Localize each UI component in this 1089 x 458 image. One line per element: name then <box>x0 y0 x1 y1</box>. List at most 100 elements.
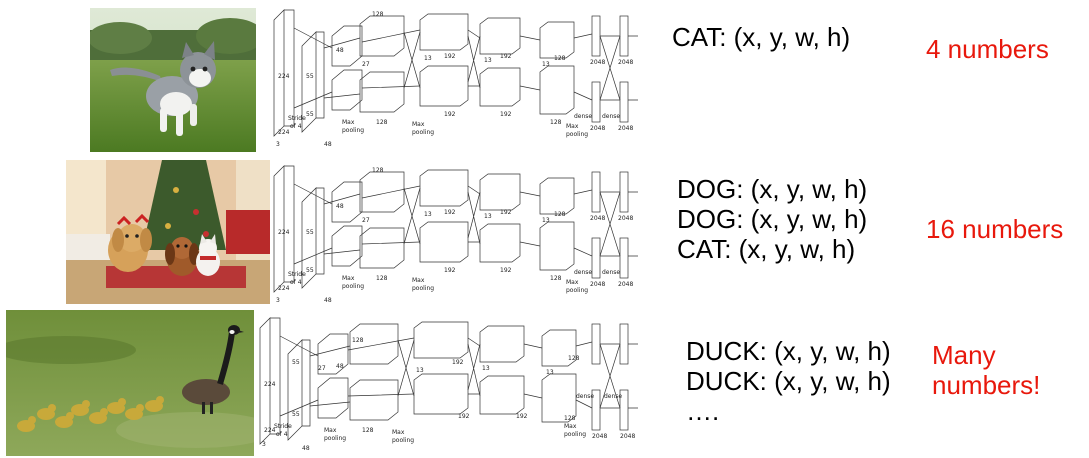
svg-text:Max: Max <box>392 429 405 436</box>
svg-text:of 4: of 4 <box>290 279 302 286</box>
svg-text:pooling: pooling <box>566 287 588 294</box>
svg-text:128: 128 <box>376 275 388 282</box>
detections-row-2: DOG: (x, y, w, h) DOG: (x, y, w, h) CAT:… <box>677 174 867 264</box>
svg-text:48: 48 <box>336 363 344 370</box>
svg-text:27: 27 <box>362 61 370 68</box>
svg-text:3: 3 <box>262 441 266 448</box>
svg-text:128: 128 <box>550 119 562 126</box>
svg-text:224: 224 <box>278 129 290 136</box>
svg-text:192: 192 <box>444 209 456 216</box>
svg-text:13: 13 <box>542 61 550 68</box>
svg-text:Stride: Stride <box>288 271 306 278</box>
svg-text:13: 13 <box>416 367 424 374</box>
svg-text:3: 3 <box>276 141 280 148</box>
number-count-row-1: 4 numbers <box>926 34 1049 64</box>
svg-text:of 4: of 4 <box>276 431 288 438</box>
svg-text:192: 192 <box>500 53 512 60</box>
svg-text:224: 224 <box>278 285 290 292</box>
svg-text:128: 128 <box>372 11 384 18</box>
svg-text:pooling: pooling <box>412 129 434 136</box>
svg-text:192: 192 <box>444 53 456 60</box>
svg-text:55: 55 <box>306 73 314 80</box>
svg-text:48: 48 <box>336 203 344 210</box>
cnn-diagram-3: 224 224 Stride of 4 3 55 55 48 48 27 128… <box>258 316 642 456</box>
svg-text:13: 13 <box>484 213 492 220</box>
svg-text:192: 192 <box>516 413 528 420</box>
svg-text:128: 128 <box>362 427 374 434</box>
cnn-diagram-2: 224 224 Stride of 4 3 55 55 48 48 27 128… <box>272 164 642 306</box>
number-count-row-2: 16 numbers <box>926 214 1064 244</box>
svg-text:pooling: pooling <box>566 131 588 138</box>
svg-text:Max: Max <box>342 119 355 126</box>
svg-text:192: 192 <box>500 111 512 118</box>
svg-text:192: 192 <box>444 267 456 274</box>
svg-text:13: 13 <box>424 211 432 218</box>
svg-text:dense: dense <box>574 113 592 120</box>
svg-text:128: 128 <box>376 119 388 126</box>
svg-text:2048: 2048 <box>590 215 605 222</box>
dogs-and-cat-photo <box>66 160 270 304</box>
svg-text:192: 192 <box>500 209 512 216</box>
detection-label: CAT: (x, y, w, h) <box>672 22 851 52</box>
detection-label: DUCK: (x, y, w, h) <box>686 366 891 396</box>
svg-text:13: 13 <box>542 217 550 224</box>
svg-text:13: 13 <box>424 55 432 62</box>
svg-text:pooling: pooling <box>564 431 586 438</box>
svg-text:Max: Max <box>566 123 579 130</box>
svg-text:2048: 2048 <box>590 59 605 66</box>
svg-text:pooling: pooling <box>324 435 346 442</box>
svg-text:224: 224 <box>278 73 290 80</box>
geese-photo <box>6 310 254 456</box>
svg-text:dense: dense <box>574 269 592 276</box>
svg-text:dense: dense <box>602 113 620 120</box>
svg-text:48: 48 <box>324 141 332 148</box>
svg-text:dense: dense <box>604 393 622 400</box>
svg-text:128: 128 <box>550 275 562 282</box>
svg-text:48: 48 <box>302 445 310 452</box>
svg-text:192: 192 <box>452 359 464 366</box>
svg-text:Stride: Stride <box>288 115 306 122</box>
detections-row-1: CAT: (x, y, w, h) <box>672 22 850 52</box>
svg-text:2048: 2048 <box>618 281 633 288</box>
svg-text:55: 55 <box>306 267 314 274</box>
svg-text:27: 27 <box>318 365 326 372</box>
detections-row-3: DUCK: (x, y, w, h) DUCK: (x, y, w, h) …. <box>686 336 891 426</box>
svg-text:Max: Max <box>564 423 577 430</box>
svg-text:128: 128 <box>564 415 576 422</box>
svg-text:of 4: of 4 <box>290 123 302 130</box>
svg-text:13: 13 <box>546 369 554 376</box>
svg-text:128: 128 <box>554 55 566 62</box>
svg-text:2048: 2048 <box>618 215 633 222</box>
detection-label: DOG: (x, y, w, h) <box>677 174 868 204</box>
svg-text:2048: 2048 <box>590 125 605 132</box>
svg-text:Stride: Stride <box>274 423 292 430</box>
svg-text:2048: 2048 <box>592 433 607 440</box>
cat-photo <box>90 8 256 152</box>
svg-text:pooling: pooling <box>412 285 434 292</box>
svg-text:48: 48 <box>324 297 332 304</box>
detection-label: CAT: (x, y, w, h) <box>677 234 856 264</box>
detection-label: …. <box>686 396 720 426</box>
svg-text:55: 55 <box>292 411 300 418</box>
svg-text:55: 55 <box>292 359 300 366</box>
number-count-row-3: Many numbers! <box>932 340 1040 400</box>
svg-text:27: 27 <box>362 217 370 224</box>
svg-text:3: 3 <box>276 297 280 304</box>
cnn-diagram-1: 224 224 Stride of 4 3 55 55 48 48 27 128… <box>272 8 642 150</box>
svg-text:13: 13 <box>484 57 492 64</box>
svg-text:224: 224 <box>264 427 276 434</box>
svg-text:2048: 2048 <box>590 281 605 288</box>
svg-text:128: 128 <box>352 337 364 344</box>
svg-text:Max: Max <box>342 275 355 282</box>
count-line: numbers! <box>932 370 1041 400</box>
svg-text:128: 128 <box>568 355 580 362</box>
svg-text:128: 128 <box>372 167 384 174</box>
svg-text:Max: Max <box>566 279 579 286</box>
svg-text:2048: 2048 <box>618 125 633 132</box>
detection-label: DUCK: (x, y, w, h) <box>686 336 891 366</box>
svg-text:Max: Max <box>324 427 337 434</box>
svg-text:dense: dense <box>602 269 620 276</box>
svg-text:192: 192 <box>500 267 512 274</box>
svg-text:192: 192 <box>458 413 470 420</box>
svg-text:Max: Max <box>412 277 425 284</box>
